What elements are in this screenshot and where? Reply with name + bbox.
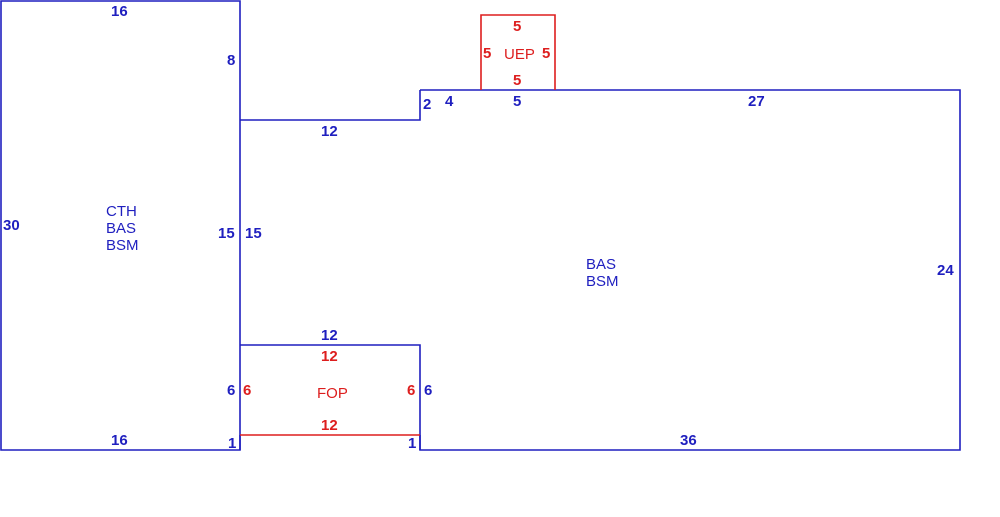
main-structure-outline xyxy=(0,0,961,451)
dim-main-bottom: 36 xyxy=(680,432,697,449)
main-block-label-line-1: BAS xyxy=(586,256,616,273)
dim-uep-top: 5 xyxy=(513,18,521,35)
uep-outline xyxy=(480,14,556,90)
dim-connector-inner-left: 15 xyxy=(245,225,262,242)
main-block-outline xyxy=(419,89,961,451)
fop-label: FOP xyxy=(317,385,348,402)
dim-uep-right: 5 xyxy=(542,45,550,62)
dim-left-right-lower: 6 xyxy=(227,382,235,399)
left-block-label-line-1: CTH xyxy=(106,203,137,220)
dim-left-right-mid: 15 xyxy=(218,225,235,242)
dim-connector-step: 2 xyxy=(423,96,431,113)
dim-fop-top: 12 xyxy=(321,348,338,365)
dim-uep-bottom: 5 xyxy=(513,72,521,89)
porch-outer-frame xyxy=(240,344,421,450)
dim-main-top-short: 4 xyxy=(445,93,454,110)
connector-outline xyxy=(240,90,421,121)
dim-uep-left: 5 xyxy=(483,45,491,62)
dim-fop-bottom: 12 xyxy=(321,417,338,434)
dim-left-right-bottom-step: 1 xyxy=(228,435,236,452)
left-block-label-line-3: BSM xyxy=(106,237,139,254)
left-block-label-line-2: BAS xyxy=(106,220,136,237)
dim-left-top: 16 xyxy=(111,3,128,20)
dim-porch-right-outer: 6 xyxy=(424,382,432,399)
dim-left-right-upper: 8 xyxy=(227,52,235,69)
dim-fop-right: 6 xyxy=(407,382,415,399)
dim-main-top-long: 27 xyxy=(748,93,765,110)
dim-connector-top: 12 xyxy=(321,123,338,140)
main-block-label-line-2: BSM xyxy=(586,273,619,290)
dim-main-bottom-step: 1 xyxy=(408,435,416,452)
dim-fop-left: 6 xyxy=(243,382,251,399)
uep-label: UEP xyxy=(504,46,535,63)
porch-outlines xyxy=(240,14,556,436)
dim-porch-top-outer: 12 xyxy=(321,327,338,344)
dim-main-right: 24 xyxy=(937,262,954,279)
dim-main-top-under-uep: 5 xyxy=(513,93,521,110)
dim-left-side: 30 xyxy=(3,217,20,234)
dim-left-bottom: 16 xyxy=(111,432,128,449)
